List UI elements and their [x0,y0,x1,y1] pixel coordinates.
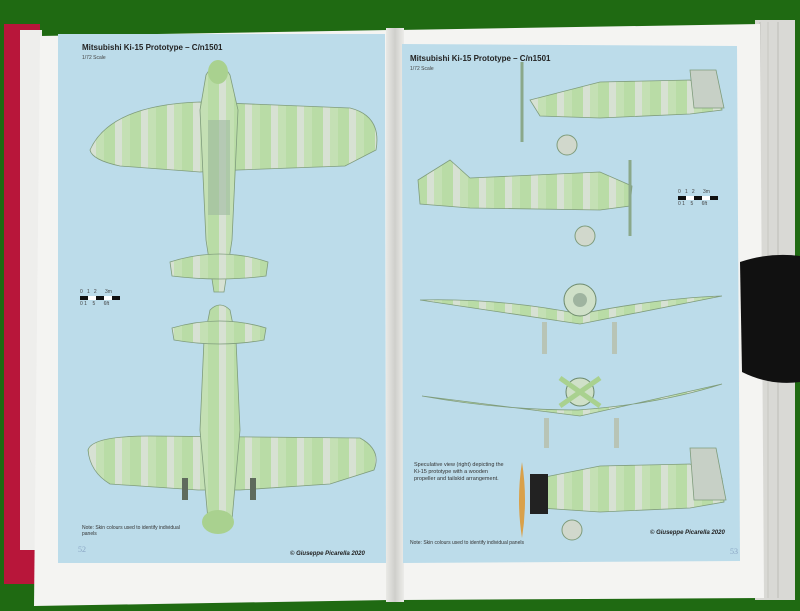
right-page-note: Note: Skin colours used to identify indi… [410,540,524,546]
plane-speculative-side-view [519,447,727,541]
right-page-scale: 1/72 Scale [410,66,434,72]
left-scale-bar [80,296,120,300]
plane-side-view-2 [417,159,633,247]
left-page-scale: 1/72 Scale [82,55,106,61]
left-page-title: Mitsubishi Ki-15 Prototype – C/n1501 [82,43,223,52]
book-spine [386,28,404,602]
plane-top-view [89,60,378,293]
left-page-copyright: © Giuseppe Picarella 2020 [290,551,365,557]
right-scale-bar [678,196,718,200]
left-scale-top-labels: 0 1 2 3m [80,289,112,295]
right-page-title: Mitsubishi Ki-15 Prototype – C/n1501 [410,54,551,63]
right-scale-bottom-labels: 0 1 5 6ft [678,201,708,207]
right-page-caption: Speculative view (right) depicting the K… [414,462,504,482]
left-page-note: Note: Skin colours used to identify indi… [82,525,180,537]
left-page-number: 52 [78,545,86,554]
right-page-number: 53 [730,547,738,556]
right-scale-top-labels: 0 1 2 3m [678,189,710,195]
plane-front-view [419,283,723,354]
plane-bottom-view [87,304,377,534]
plane-rear-view [421,375,723,448]
plane-side-view-1 [520,62,725,156]
wooden-propeller [519,462,525,538]
right-page-copyright: © Giuseppe Picarella 2020 [650,530,725,536]
left-scale-bottom-labels: 0 1 5 6ft [80,301,110,307]
foam-weight [740,254,800,383]
